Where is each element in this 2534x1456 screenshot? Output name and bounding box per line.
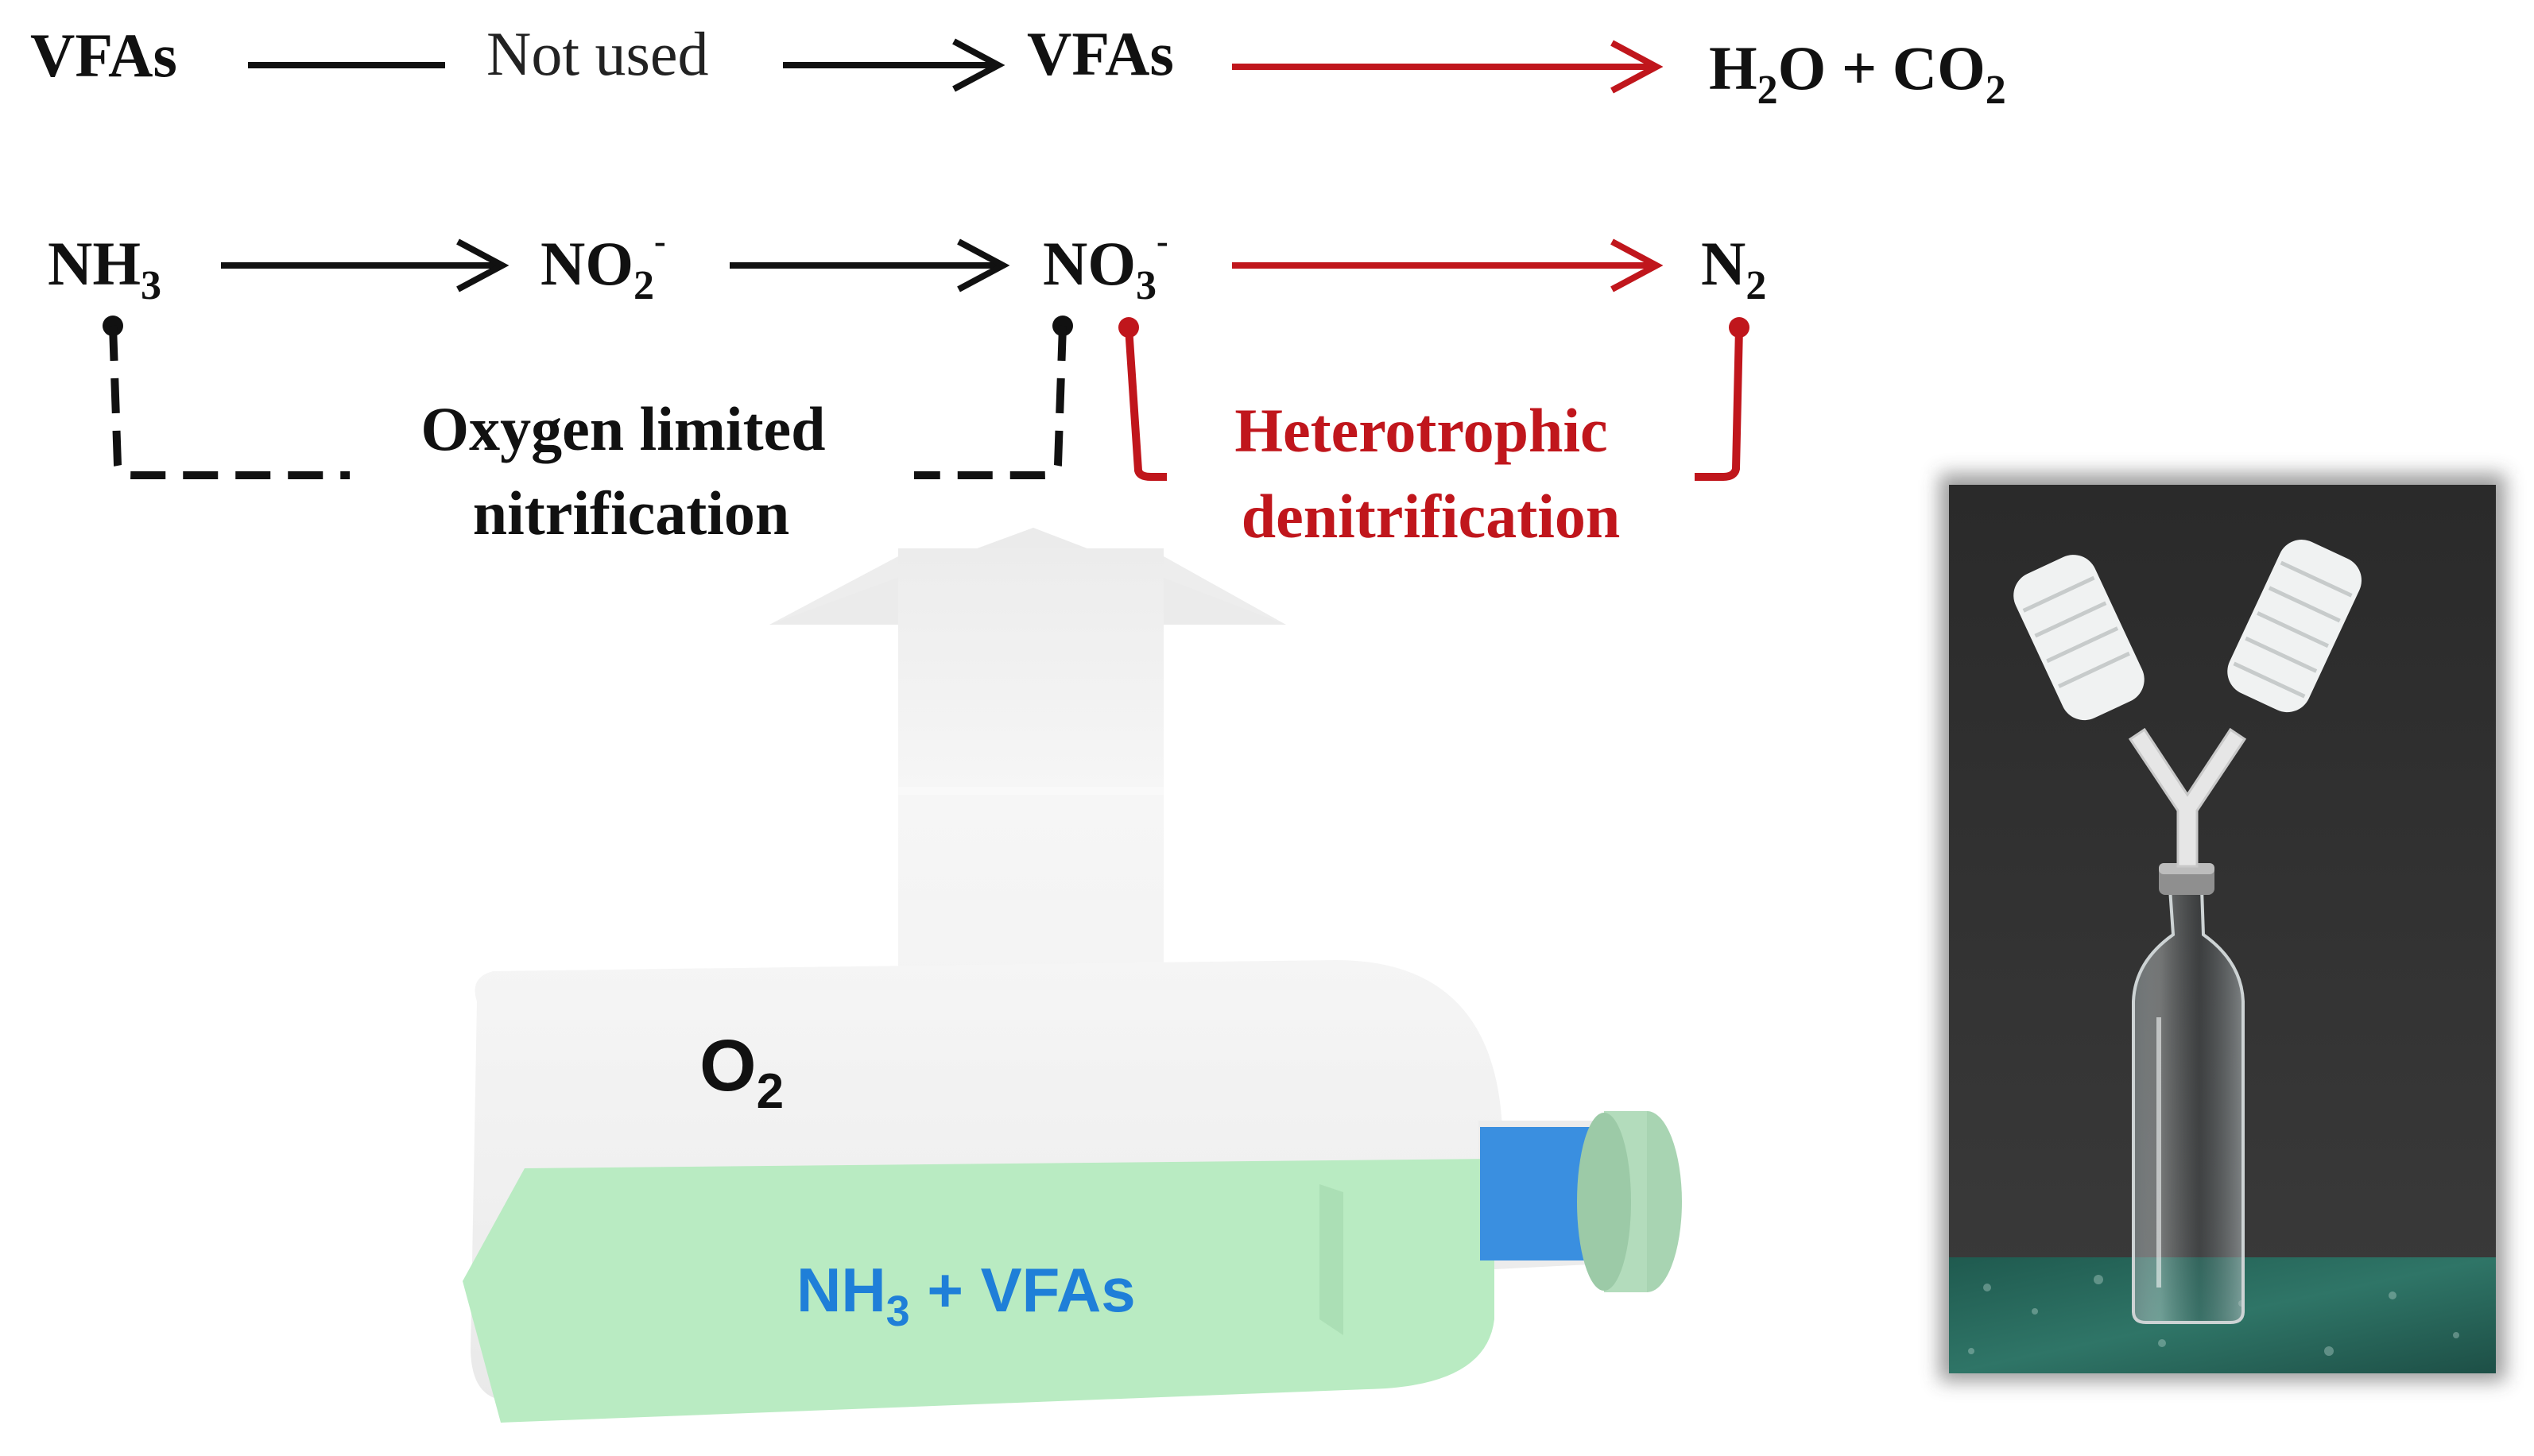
liquid-contents-label: NH3 + VFAs <box>796 1255 1136 1335</box>
right-bellows <box>2227 540 2362 713</box>
vfa-mid-label: VFAs <box>1027 19 1174 88</box>
nitrification-bracket: Oxygen limited nitrification <box>103 316 1073 548</box>
headspace-gas-label: O2 <box>699 1025 784 1119</box>
left-bellows <box>2013 555 2145 721</box>
oxygen-supply-arrow <box>769 528 1286 993</box>
arrow-vfa-oxidation <box>1232 40 1664 94</box>
nitrification-label-line2: nitrification <box>473 478 790 548</box>
denitrification-label-line2: denitrification <box>1242 482 1621 551</box>
products-water-co2: H2O + CO2 <box>1709 33 2006 113</box>
nitrite-label: NO2- <box>541 222 666 308</box>
not-used-label: Not used <box>486 19 708 88</box>
ammonia-label: NH3 <box>48 229 161 308</box>
row-nitrogen-pathway: NH3 NO2- NO3- N2 <box>48 222 1766 308</box>
reactor-photo <box>1939 474 2505 1381</box>
nitrogen-gas-label: N2 <box>1701 229 1766 308</box>
denitrification-bracket: Heterotrophic denitrification <box>1118 317 1749 551</box>
nitrate-label: NO3- <box>1043 222 1168 308</box>
reactor-bottle-illustration: O2 NH3 + VFAs <box>463 960 1682 1423</box>
arrow-no3-to-n2 <box>1232 238 1664 292</box>
denitrification-label-line1: Heterotrophic <box>1234 396 1607 465</box>
arrow-nh3-to-no2 <box>221 238 510 292</box>
nitrification-label-line1: Oxygen limited <box>420 394 825 463</box>
vfa-start-label: VFAs <box>30 21 177 90</box>
arrow-not-used-to-vfa <box>783 38 1005 92</box>
arrow-no2-to-no3 <box>730 238 1010 292</box>
row-carbon-pathway: VFAs Not used VFAs H2O + CO2 <box>30 19 2006 113</box>
